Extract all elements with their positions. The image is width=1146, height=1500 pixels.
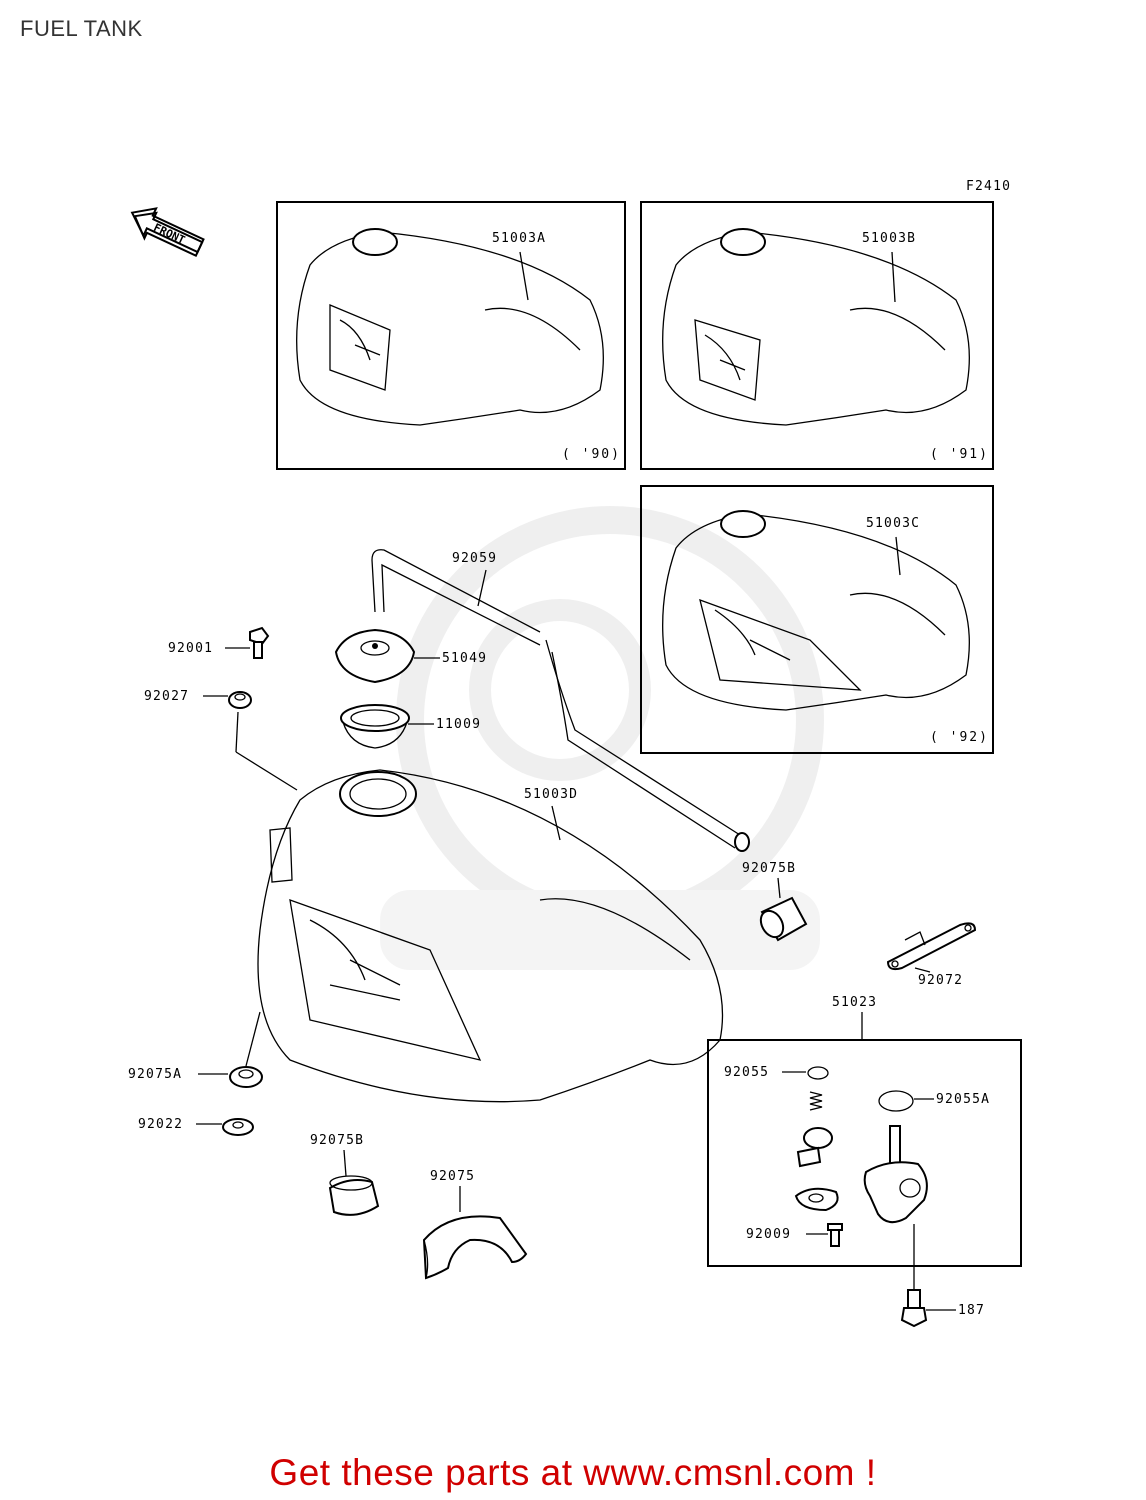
callout-92022: 92022	[138, 1117, 183, 1132]
callout-51023: 51023	[832, 995, 877, 1010]
part-number: 51003C	[866, 516, 920, 531]
damper-icon	[759, 896, 808, 942]
gasket-icon	[340, 704, 410, 749]
callout-92075a: 92075A	[128, 1067, 182, 1082]
fuel-cap-icon	[334, 628, 416, 684]
model-year: ( '92)	[930, 730, 989, 745]
o-ring-icon	[878, 1090, 914, 1112]
front-arrow-icon: FRONT	[130, 207, 205, 258]
callout-92055a: 92055A	[936, 1092, 990, 1107]
bracket-icon	[886, 922, 977, 971]
panel-51003b: 51003B ( '91)	[640, 201, 994, 470]
callout-92072: 92072	[918, 973, 963, 988]
screw-icon	[827, 1223, 843, 1247]
callout-187: 187	[958, 1303, 985, 1318]
petcock-assembly-box	[707, 1039, 1022, 1267]
fuel-tank-icon	[662, 510, 970, 711]
fuel-tank-icon	[296, 228, 604, 426]
callout-92059: 92059	[452, 551, 497, 566]
bolt-icon	[249, 626, 270, 659]
washer-icon	[222, 1118, 254, 1136]
rubber-cushion-icon	[422, 1215, 528, 1280]
callout-92075: 92075	[430, 1169, 475, 1184]
panel-51003a: 51003A ( '90)	[276, 201, 626, 470]
callout-92001: 92001	[168, 641, 213, 656]
callout-92075b-right: 92075B	[742, 861, 796, 876]
callout-92009: 92009	[746, 1227, 791, 1242]
model-year: ( '90)	[562, 447, 621, 462]
part-number: 51003A	[492, 231, 546, 246]
bolt-icon	[900, 1289, 928, 1328]
lever-icon	[796, 1127, 833, 1168]
page-title: FUEL TANK	[20, 16, 143, 41]
callout-51049: 51049	[442, 651, 487, 666]
footer-link[interactable]: Get these parts at www.cmsnl.com !	[269, 1452, 877, 1493]
spring-icon	[809, 1091, 823, 1111]
callout-92027: 92027	[144, 689, 189, 704]
fuel-tank-icon	[662, 228, 970, 426]
callout-92075b-bottom: 92075B	[310, 1133, 364, 1148]
fuel-valve-icon	[863, 1125, 928, 1224]
panel-51003c: 51003C ( '92)	[640, 485, 994, 754]
part-number: 51003B	[862, 231, 916, 246]
callout-11009: 11009	[436, 717, 481, 732]
o-ring-icon	[807, 1066, 829, 1080]
grommet-icon	[229, 1066, 263, 1088]
figure-code: F2410	[966, 179, 1011, 194]
main-fuel-tank	[257, 769, 724, 1103]
callout-51003d: 51003D	[524, 787, 578, 802]
plate-gasket-icon	[794, 1187, 839, 1212]
callout-92055: 92055	[724, 1065, 769, 1080]
watermark-logo	[380, 506, 824, 970]
grommet-icon	[228, 691, 252, 709]
vent-hose	[371, 549, 750, 852]
damper-icon	[328, 1175, 380, 1216]
model-year: ( '91)	[930, 447, 989, 462]
